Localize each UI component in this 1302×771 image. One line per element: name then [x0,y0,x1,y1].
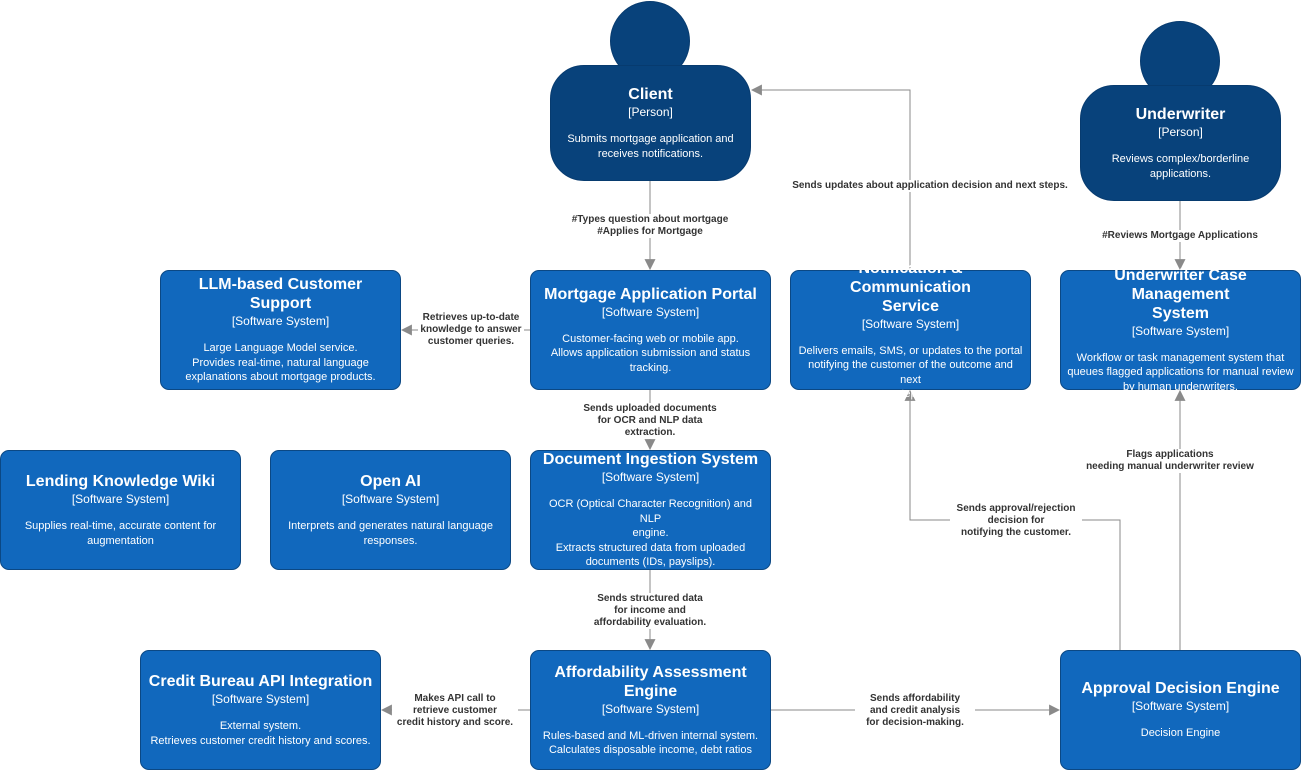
system-tag: [Software System] [601,470,700,485]
client-title: Client [628,86,673,103]
client-person[interactable]: Client [Person] Submits mortgage applica… [550,65,751,181]
credit-bureau-api-integration-system[interactable]: Credit Bureau API Integration [Software … [140,650,381,770]
document-ingestion-system[interactable]: Document Ingestion System [Software Syst… [530,450,771,570]
system-tag: [Software System] [601,304,700,319]
system-tag: [Software System] [341,492,440,506]
open-ai-system[interactable]: Open AI [Software System] Interprets and… [270,450,511,570]
underwriter-title: Underwriter [1135,106,1226,123]
underwriter-person[interactable]: Underwriter [Person] Reviews complex/bor… [1080,85,1281,201]
system-description: Customer-facing web or mobile app.Allows… [550,332,751,374]
system-description: Supplies real-time, accurate content for… [24,520,217,547]
label-client-portal: #Types question about mortgage#Applies f… [570,214,730,238]
system-description: OCR (Optical Character Recognition) and … [549,498,752,569]
label-notification-client: Sends updates about application decision… [785,180,1075,192]
system-title: Approval Decision Engine [1081,680,1280,698]
system-tag: [Software System] [211,692,310,706]
system-description: Decision Engine [1140,727,1221,740]
system-tag: [Software System] [1131,699,1230,714]
label-underwriter-case: #Reviews Mortgage Applications [1095,230,1265,242]
system-title: Document Ingestion System [542,451,759,469]
system-title: Mortgage Application Portal [544,285,757,303]
system-description: Rules-based and ML-driven internal syste… [542,729,759,757]
system-title: Open AI [360,473,421,490]
system-tag: [Software System] [601,701,700,716]
system-description: Interprets and generates natural languag… [288,520,493,547]
system-tag: [Software System] [1131,323,1230,338]
system-title: Credit Bureau API Integration [148,673,373,690]
system-tag: [Software System] [231,314,330,329]
system-title: Lending Knowledge Wiki [25,473,216,490]
mortgage-application-portal-system[interactable]: Mortgage Application Portal [Software Sy… [530,270,771,390]
system-title: LLM-based Customer Support [198,276,363,313]
system-description: Delivers emails, SMS, or updates to the … [798,344,1023,401]
lending-knowledge-wiki-system[interactable]: Lending Knowledge Wiki [Software System]… [0,450,241,570]
approval-decision-engine-system[interactable]: Approval Decision Engine [Software Syste… [1060,650,1301,770]
llm-customer-support-system[interactable]: LLM-based Customer Support [Software Sys… [160,270,401,390]
client-tag: [Person] [628,105,673,119]
system-tag: [Software System] [71,492,170,506]
system-tag: [Software System] [861,316,960,331]
system-description: Large Language Model service.Provides re… [185,342,376,384]
system-description: External system.Retrieves customer credi… [150,720,371,747]
underwriter-tag: [Person] [1158,125,1203,139]
connector-notification-client [750,84,911,270]
